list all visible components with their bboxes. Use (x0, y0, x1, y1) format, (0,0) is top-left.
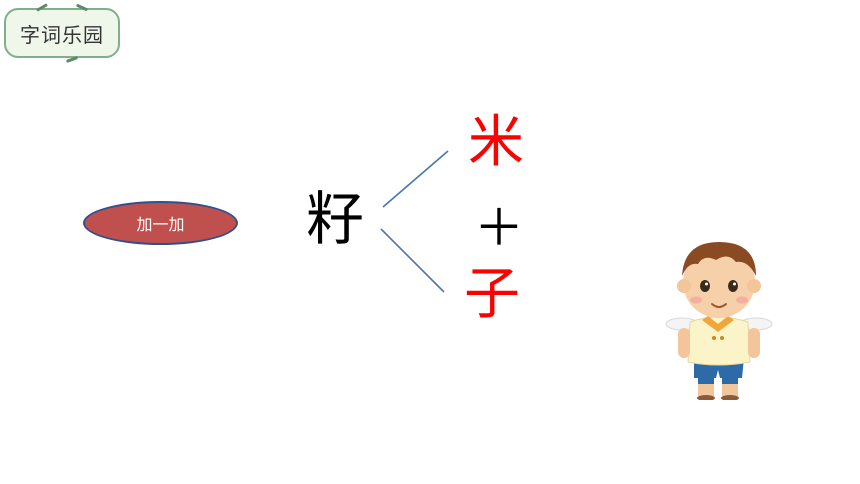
add-together-button[interactable]: 加一加 (83, 201, 238, 245)
main-character: 籽 (306, 185, 365, 253)
plus-operator: ＋ (474, 199, 524, 257)
section-title: 字词乐园 (20, 22, 104, 47)
branch-line-bottom (380, 228, 445, 293)
branch-line-top (382, 150, 449, 208)
section-title-badge: 字词乐园 (4, 3, 120, 63)
component-top: 米 (468, 110, 524, 175)
cartoon-boy-icon (665, 242, 773, 400)
component-bottom: 子 (464, 262, 520, 327)
add-together-label: 加一加 (136, 215, 185, 234)
